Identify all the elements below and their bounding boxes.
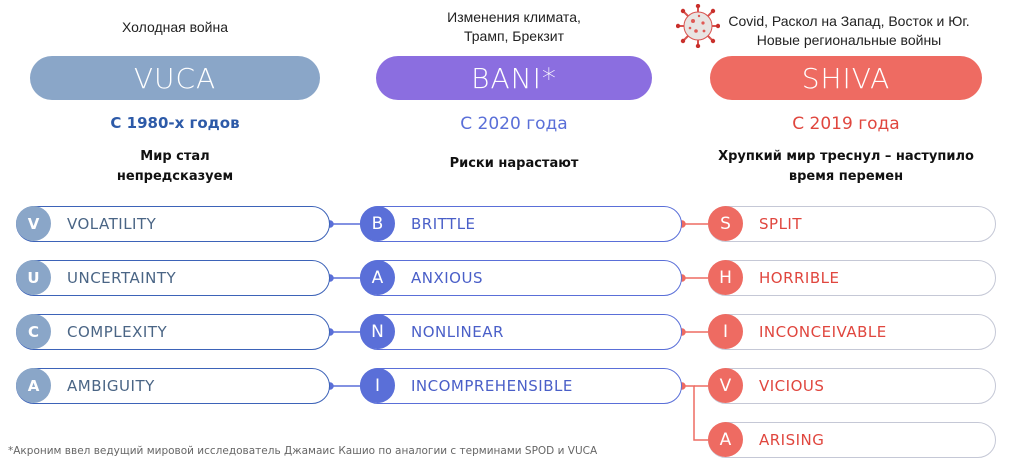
vuca-desc-line2: непредсказуем [116,169,234,184]
connector-i-v-a [682,385,718,441]
bani-letter-badge: B [360,206,395,241]
vuca-letter-badge: U [16,260,51,295]
bani-term-incomprehensible: I INCOMPREHENSIBLE [360,368,682,404]
vuca-term-label: AMBIGUITY [67,376,155,395]
vuca-caption: Холодная война [121,19,229,35]
shiva-letter-badge: S [708,206,743,241]
bani-title-pill: BANI* [376,56,652,100]
shiva-letter-badge: A [708,422,743,457]
shiva-term-label: ARISING [759,430,825,449]
vuca-since: С 1980-х годов [110,114,240,132]
vuca-term-ambiguity: A AMBIGUITY [16,368,330,404]
shiva-letter-badge: H [708,260,743,295]
shiva-term-label: INCONCEIVABLE [759,322,887,341]
shiva-caption: Covid, Раскол на Запад, Восток и Юг. Нов… [716,12,982,50]
virus-icon [676,4,720,48]
vuca-title-pill: VUCA [30,56,320,100]
shiva-letter-badge: V [708,368,743,403]
shiva-term-label: HORRIBLE [759,268,840,287]
bani-term-anxious: A ANXIOUS [360,260,682,296]
vuca-letter-badge: V [16,206,51,241]
shiva-term-label: VICIOUS [759,376,825,395]
bani-since: С 2020 года [460,114,568,134]
bani-term-label: BRITTLE [411,214,476,233]
vuca-term-label: UNCERTAINTY [67,268,177,287]
bani-caption: Изменения климата, Трамп, Брекзит [376,8,652,46]
bani-term-label: INCOMPREHENSIBLE [411,376,573,395]
vuca-term-label: COMPLEXITY [67,322,168,341]
bani-term-nonlinear: N NONLINEAR [360,314,682,350]
vuca-description: Мир стал непредсказуем [30,147,320,187]
shiva-term-horrible: H HORRIBLE [708,260,996,296]
vuca-term-volatility: V VOLATILITY [16,206,330,242]
footnote: *Акроним ввел ведущий мировой исследоват… [8,445,598,457]
shiva-caption-line2: Новые региональные войны [756,32,942,48]
shiva-since: С 2019 года [792,114,900,134]
bani-letter-badge: N [360,314,395,349]
shiva-caption-line1: Covid, Раскол на Запад, Восток и Юг. [728,13,970,29]
shiva-desc-line2: время перемен [788,169,904,184]
bani-term-brittle: B BRITTLE [360,206,682,242]
shiva-description: Хрупкий мир треснул – наступило время пе… [700,147,992,187]
shiva-letter-badge: I [708,314,743,349]
vuca-letter-badge: A [16,368,51,403]
bani-term-label: NONLINEAR [411,322,504,341]
vuca-term-label: VOLATILITY [67,214,157,233]
bani-term-label: ANXIOUS [411,268,483,287]
shiva-term-inconceivable: I INCONCEIVABLE [708,314,996,350]
bani-letter-badge: I [360,368,395,403]
vuca-term-complexity: C COMPLEXITY [16,314,330,350]
shiva-desc-line1: Хрупкий мир треснул – наступило [718,149,974,164]
shiva-term-split: S SPLIT [708,206,996,242]
shiva-term-label: SPLIT [759,214,803,233]
bani-letter-badge: A [360,260,395,295]
vuca-letter-badge: C [16,314,51,349]
shiva-title-pill: SHIVA [710,56,982,100]
bani-caption-line2: Трамп, Брекзит [463,28,565,44]
vuca-term-uncertainty: U UNCERTAINTY [16,260,330,296]
bani-caption-line1: Изменения климата, [447,9,581,25]
shiva-term-vicious: V VICIOUS [708,368,996,404]
vuca-desc-line1: Мир стал [140,149,210,164]
shiva-term-arising: A ARISING [708,422,996,458]
bani-description: Риски нарастают [449,156,579,171]
